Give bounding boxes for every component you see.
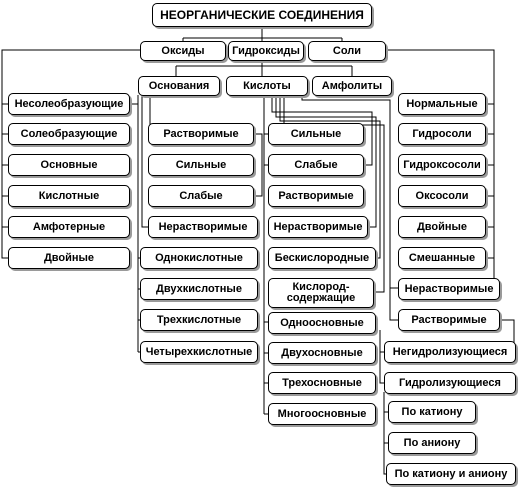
salts-hydrolyzing: Гидролизующиеся bbox=[384, 372, 516, 394]
bases-strong: Сильные bbox=[148, 154, 254, 176]
acids-tribasic: Трехосновные bbox=[268, 372, 376, 394]
salts-normal: Нормальные bbox=[398, 93, 486, 115]
salts-by-cation: По катиону bbox=[388, 401, 476, 423]
salts-by-cation-and-anion: По катиону и аниону bbox=[386, 463, 516, 485]
oxides-node: Оксиды bbox=[140, 41, 226, 61]
bases-triacid: Трехкислотные bbox=[140, 309, 258, 331]
hydroxides-node: Гидроксиды bbox=[228, 41, 304, 61]
acids-weak: Слабые bbox=[268, 154, 364, 176]
salts-by-anion: По аниону bbox=[388, 432, 476, 454]
acids-node: Кислоты bbox=[226, 76, 308, 96]
salts-oxosalts: Оксосоли bbox=[398, 185, 486, 207]
salts-non-hydrolyzing: Негидролизующиеся bbox=[384, 341, 516, 363]
acids-oxygen-containing: Кислород- содержащие bbox=[268, 278, 374, 308]
bases-node: Основания bbox=[138, 76, 220, 96]
salts-soluble: Растворимые bbox=[398, 309, 500, 331]
salts-hydroxosalts: Гидроксосоли bbox=[398, 154, 486, 176]
salts-node: Соли bbox=[308, 41, 386, 61]
acids-insoluble: Нерастворимые bbox=[268, 216, 368, 238]
salts-hydrosalts: Гидросоли bbox=[398, 123, 486, 145]
oxides-double: Двойные bbox=[8, 247, 130, 269]
oxides-non-salt-forming: Несолеобразующие bbox=[8, 93, 130, 115]
bases-diacid: Двухкислотные bbox=[140, 278, 258, 300]
salts-insoluble: Нерастворимые bbox=[398, 278, 500, 300]
acids-strong: Сильные bbox=[268, 123, 364, 145]
ampholytes-node: Амфолиты bbox=[312, 76, 392, 96]
bases-monoacid: Однокислотные bbox=[140, 247, 258, 269]
root-title: НЕОРГАНИЧЕСКИЕ СОЕДИНЕНИЯ bbox=[152, 3, 372, 27]
acids-polybasic: Многоосновные bbox=[268, 403, 376, 425]
salts-mixed: Смешанные bbox=[398, 247, 486, 269]
acids-oxygen-free: Бескислородные bbox=[268, 247, 376, 269]
bases-insoluble: Нерастворимые bbox=[148, 216, 258, 238]
acids-monobasic: Одноосновные bbox=[268, 312, 376, 334]
bases-weak: Слабые bbox=[148, 185, 254, 207]
bases-soluble: Растворимые bbox=[148, 123, 254, 145]
oxides-acidic: Кислотные bbox=[8, 185, 130, 207]
oxides-salt-forming: Солеобразующие bbox=[8, 123, 130, 145]
salts-double: Двойные bbox=[398, 216, 486, 238]
oxides-basic: Основные bbox=[8, 154, 130, 176]
oxides-amphoteric: Амфотерные bbox=[8, 216, 130, 238]
acids-soluble: Растворимые bbox=[268, 185, 364, 207]
bases-tetraacid: Четырехкислотные bbox=[140, 341, 258, 363]
acids-dibasic: Двухосновные bbox=[268, 342, 376, 364]
